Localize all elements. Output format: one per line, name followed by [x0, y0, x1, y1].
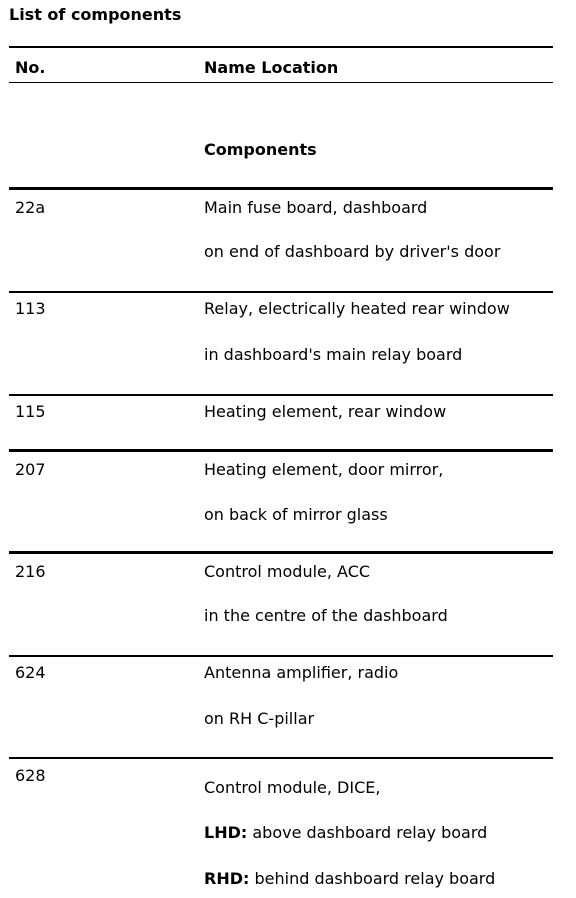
page-title: List of components	[9, 5, 182, 24]
rhd-text: behind dashboard relay board	[249, 869, 496, 888]
row-lhd-location: LHD: above dashboard relay board	[204, 823, 487, 842]
row-name: Main fuse board, dashboard	[204, 198, 428, 217]
row-rule	[9, 449, 553, 452]
row-rule	[9, 291, 553, 293]
header-name-location: Name Location	[204, 58, 339, 77]
row-name: Control module, DICE,	[204, 778, 381, 797]
row-no: 22a	[15, 198, 46, 217]
section-label: Components	[204, 140, 317, 159]
row-no: 624	[15, 663, 46, 682]
row-location: on back of mirror glass	[204, 505, 388, 524]
lhd-label: LHD:	[204, 823, 248, 842]
row-name: Heating element, door mirror,	[204, 460, 444, 479]
row-rule	[9, 187, 553, 190]
row-no: 207	[15, 460, 46, 479]
row-location: on end of dashboard by driver's door	[204, 242, 501, 261]
row-no: 628	[15, 766, 46, 785]
row-rule	[9, 551, 553, 554]
row-rhd-location: RHD: behind dashboard relay board	[204, 869, 495, 888]
row-location: on RH C-pillar	[204, 709, 315, 728]
row-no: 216	[15, 562, 46, 581]
table-top-rule	[9, 46, 553, 48]
rhd-label: RHD:	[204, 869, 250, 888]
row-location: in dashboard's main relay board	[204, 345, 463, 364]
row-name: Relay, electrically heated rear window	[204, 299, 510, 318]
header-no: No.	[15, 58, 46, 77]
header-bottom-rule	[9, 82, 553, 83]
row-no: 115	[15, 402, 46, 421]
row-rule	[9, 757, 553, 759]
row-name: Antenna amplifier, radio	[204, 663, 399, 682]
row-rule	[9, 394, 553, 396]
row-name: Control module, ACC	[204, 562, 371, 581]
row-name: Heating element, rear window	[204, 402, 447, 421]
lhd-text: above dashboard relay board	[247, 823, 488, 842]
row-no: 113	[15, 299, 46, 318]
row-rule	[9, 655, 553, 657]
row-location: in the centre of the dashboard	[204, 606, 448, 625]
